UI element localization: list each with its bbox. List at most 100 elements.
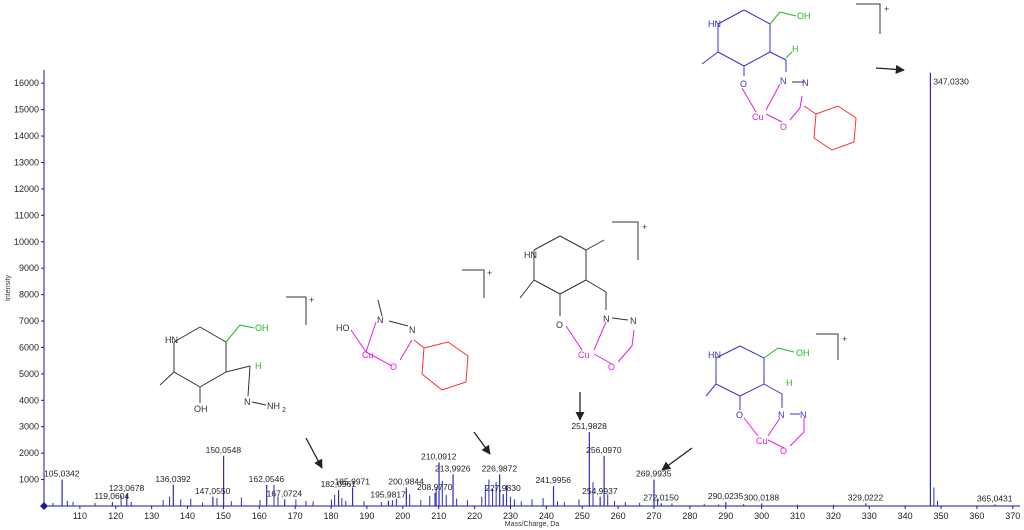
x-tick-label: 340 xyxy=(898,511,913,521)
x-tick-label: 330 xyxy=(862,511,877,521)
atom-cu: Cu xyxy=(752,112,764,122)
atom-n1: N xyxy=(603,314,610,324)
peak-label: 251,9828 xyxy=(571,421,607,431)
peak-label: 365,0431 xyxy=(977,493,1013,503)
y-tick-label: 9000 xyxy=(19,263,39,273)
atom-o: O xyxy=(736,410,743,420)
x-tick-label: 160 xyxy=(252,511,267,521)
x-tick-label: 210 xyxy=(431,511,446,521)
x-tick-label: 150 xyxy=(216,511,231,521)
x-tick-label: 140 xyxy=(180,511,195,521)
atom-nh2-sub: 2 xyxy=(282,407,286,414)
x-tick-label: 360 xyxy=(969,511,984,521)
structure-cu-pyridoxal-fragment: HN O N N Cu O + xyxy=(519,221,647,372)
axis-origin-marker xyxy=(40,502,48,510)
atom-ho: HO xyxy=(336,323,350,333)
x-tick-label: 350 xyxy=(934,511,949,521)
peak-label: 105,0342 xyxy=(44,469,80,479)
atom-h: H xyxy=(786,378,793,388)
atom-n2: N xyxy=(630,316,637,326)
peak-label: 256,0970 xyxy=(586,445,622,455)
y-tick-label: 10000 xyxy=(14,237,39,247)
atom-cu: Cu xyxy=(578,350,590,360)
atom-h: H xyxy=(792,44,799,54)
atom-n2: N xyxy=(800,410,807,420)
y-tick-label: 2000 xyxy=(19,448,39,458)
y-tick-label: 8000 xyxy=(19,290,39,300)
arrow-to-226 xyxy=(473,431,491,455)
peak-label: 290,0235 xyxy=(708,491,744,501)
x-tick-label: 240 xyxy=(539,511,554,521)
atom-o: O xyxy=(740,79,747,89)
y-axis-label: Intensity xyxy=(5,274,12,301)
x-tick-label: 180 xyxy=(324,511,339,521)
peak-label: 208,9770 xyxy=(417,482,453,492)
arrow-to-347 xyxy=(875,64,905,74)
peak-label: 182,0961 xyxy=(321,479,357,489)
x-tick-label: 290 xyxy=(718,511,733,521)
atom-o2: O xyxy=(780,122,787,132)
peak-label: 213,9926 xyxy=(435,463,471,473)
peak-label: 254,9937 xyxy=(582,486,618,496)
arrow-to-182 xyxy=(305,437,323,469)
structure-cu-benzoyl-fragment: HO Cu N N O + xyxy=(336,268,492,391)
charge-plus: + xyxy=(487,268,492,278)
x-tick-label: 110 xyxy=(73,511,87,521)
atom-h-green: H xyxy=(255,361,262,371)
charge-plus: + xyxy=(309,295,314,305)
peak-label: 347,0330 xyxy=(933,77,969,87)
peak-label: 147,0550 xyxy=(195,486,231,496)
atom-hn: HN xyxy=(708,19,721,29)
charge-plus: + xyxy=(884,4,889,14)
atom-cu: Cu xyxy=(756,436,768,446)
peak-label: 167,0724 xyxy=(267,488,303,498)
atom-n: N xyxy=(244,397,251,407)
peak-label: 241,9956 xyxy=(536,475,572,485)
y-tick-label: 1000 xyxy=(19,475,39,485)
arrow-to-270 xyxy=(661,447,693,471)
peak-label: 123,0678 xyxy=(109,483,145,493)
x-tick-label: 220 xyxy=(467,511,482,521)
atom-o2: O xyxy=(608,362,615,372)
x-tick-label: 310 xyxy=(790,511,805,521)
atom-n2: N xyxy=(802,78,809,88)
structure-hydrazone: HN OH H OH N NH 2 + xyxy=(159,295,314,414)
y-tick-label: 11000 xyxy=(15,210,39,220)
y-tick-label: 6000 xyxy=(19,342,39,352)
peak-label: 300,0188 xyxy=(744,492,780,502)
x-tick-label: 190 xyxy=(359,511,374,521)
x-tick-label: 170 xyxy=(288,511,303,521)
y-tick-label: 15000 xyxy=(14,105,39,115)
atom-n2: N xyxy=(409,325,416,335)
peak-label: 136,0392 xyxy=(155,474,191,484)
y-tick-label: 14000 xyxy=(14,131,39,141)
peak-label: 227,9830 xyxy=(485,483,521,493)
x-tick-label: 300 xyxy=(754,511,769,521)
atom-nh2: NH xyxy=(267,401,280,411)
y-ticks: 1000200030004000500060007000800090001000… xyxy=(14,78,44,485)
minor-peaks xyxy=(52,479,938,506)
peak-label: 329,0222 xyxy=(848,492,884,502)
charge-plus: + xyxy=(642,222,647,232)
atom-hn: HN xyxy=(524,250,537,260)
y-tick-label: 3000 xyxy=(19,422,39,432)
x-tick-label: 200 xyxy=(395,511,410,521)
atom-o: O xyxy=(390,362,397,372)
x-tick-label: 370 xyxy=(1005,511,1020,521)
x-tick-label: 130 xyxy=(144,511,159,521)
peak-labels: 105,0342119,0604123,0678136,0392147,0550… xyxy=(44,77,1013,504)
atom-o: O xyxy=(556,320,563,330)
peak-label: 269,9935 xyxy=(636,469,672,479)
x-tick-label: 320 xyxy=(826,511,841,521)
peak-label: 272,0150 xyxy=(643,492,679,502)
atom-n1: N xyxy=(778,410,785,420)
atom-o2: O xyxy=(780,446,787,456)
atom-hn: HN xyxy=(708,350,721,360)
peak-label: 195,9817 xyxy=(370,490,406,500)
pointer-arrows xyxy=(305,64,905,471)
peak-label: 226,9872 xyxy=(482,463,518,473)
peak-label: 162,0546 xyxy=(249,474,285,484)
axes: 1000200030004000500060007000800090001000… xyxy=(5,70,1020,528)
